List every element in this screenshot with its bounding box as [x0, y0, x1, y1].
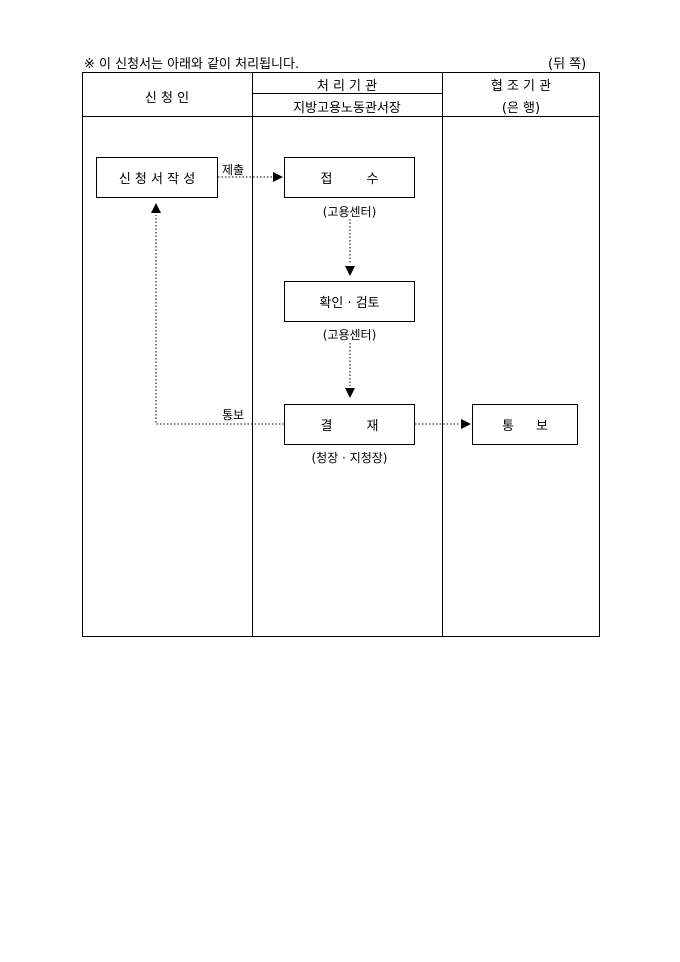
review-arrowhead [345, 266, 355, 276]
column-header-applicant: 신 청 인 [144, 91, 190, 106]
notify-arrowhead [461, 419, 471, 429]
column-header-cooperating: 협 조 기 관 [490, 79, 552, 94]
step-review-owner: (고용센터) [322, 328, 377, 342]
header-bottom-rule [82, 116, 600, 117]
processing-note: ※ 이 신청서는 아래와 같이 처리됩니다. [84, 57, 300, 72]
column-divider-2 [442, 72, 443, 637]
step-review: 확인 · 검토 [284, 281, 415, 322]
notify-back-connector [155, 215, 284, 425]
step-receive-owner: (고용센터) [322, 205, 377, 219]
column-header-processing: 처 리 기 관 [316, 79, 378, 94]
step-approve-label: 결 재 [320, 419, 379, 434]
submit-arrowhead [273, 172, 283, 182]
page-side-label: (뒤 쪽) [548, 57, 587, 72]
step-receive: 접 수 [284, 157, 415, 198]
process-table [82, 72, 600, 637]
submit-label: 제출 [222, 163, 245, 177]
step-approve-owner: (청장 · 지청장) [311, 451, 388, 465]
step-notify-label: 통 보 [501, 419, 549, 434]
column-subheader-cooperating: (은 행) [501, 101, 541, 116]
column-subheader-processing: 지방고용노동관서장 [293, 101, 401, 116]
notify-back-arrowhead [151, 203, 161, 213]
step-write-label: 신 청 서 작 성 [118, 172, 196, 187]
step-notify-bank: 통 보 [472, 404, 578, 445]
step-receive-label: 접 수 [320, 172, 379, 187]
approve-arrowhead [345, 388, 355, 398]
column-divider-1 [252, 72, 253, 637]
notify-back-label: 통보 [222, 408, 245, 422]
step-approve: 결 재 [284, 404, 415, 445]
header-sub-divider [252, 93, 442, 94]
step-review-label: 확인 · 검토 [319, 296, 380, 311]
step-write-application: 신 청 서 작 성 [96, 157, 218, 198]
